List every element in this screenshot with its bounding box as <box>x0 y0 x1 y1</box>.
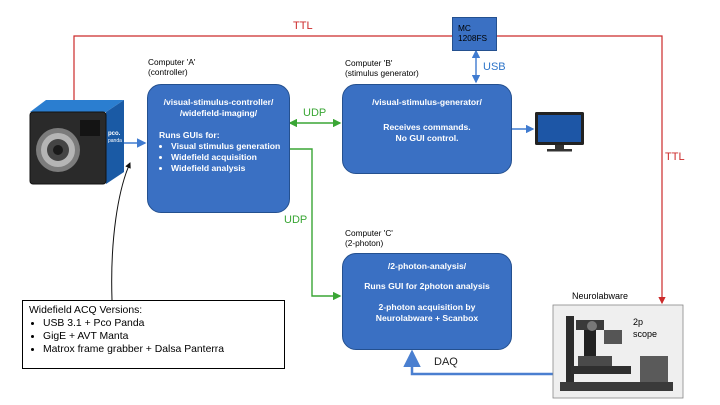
computer-c-line-3: Neurolabware + Scanbox <box>375 313 479 323</box>
computer-c-line-1: Runs GUI for 2photon analysis <box>364 281 490 291</box>
computer-b-caption: Computer 'B' (stimulus generator) <box>345 58 419 78</box>
list-item: Widefield acquisition <box>171 152 289 163</box>
camera-model: panda <box>108 138 122 144</box>
scope-icon <box>552 304 684 399</box>
list-item: Matrox frame grabber + Dalsa Panterra <box>43 343 278 356</box>
versions-title: Widefield ACQ Versions: <box>29 305 143 316</box>
computer-c-caption: Computer 'C' (2-photon) <box>345 228 393 248</box>
list-item: GigE + AVT Manta <box>43 330 278 343</box>
camera-brand: pco. <box>108 131 121 137</box>
computer-a-path-1: /visual-stimulus-controller/ <box>163 97 274 107</box>
computer-a-box: /visual-stimulus-controller/ /widefield-… <box>147 84 290 213</box>
daq-device-model: 1208FS <box>458 33 488 43</box>
computer-a-path-2: /widefield-imaging/ <box>179 108 258 118</box>
daq-label: DAQ <box>434 356 458 368</box>
udp-label-ac: UDP <box>284 214 308 226</box>
scope-caption-line-2: scope <box>633 329 658 339</box>
computer-b-name: Computer 'B' <box>345 58 393 68</box>
list-item: Widefield analysis <box>171 163 289 174</box>
scope-vendor-label: Neurolabware <box>572 291 629 301</box>
ttl-label-right: TTL <box>665 151 685 163</box>
usb-label: USB <box>483 61 506 73</box>
computer-c-name: Computer 'C' <box>345 228 393 238</box>
computer-b-line-2: No GUI control. <box>395 133 459 143</box>
udp-label-ab: UDP <box>303 107 327 119</box>
daq-device-name: MC <box>458 23 471 33</box>
computer-a-list: Visual stimulus generation Widefield acq… <box>159 141 289 174</box>
scope-caption: 2p scope <box>633 316 657 340</box>
computer-b-role: (stimulus generator) <box>345 68 419 78</box>
scope-caption-line-1: 2p <box>633 317 644 327</box>
computer-c-box: /2-photon-analysis/ Runs GUI for 2photon… <box>342 253 512 350</box>
versions-list: USB 3.1 + Pco Panda GigE + AVT Manta Mat… <box>29 317 278 356</box>
ttl-wire-right <box>497 35 666 305</box>
udp-wire-ac <box>290 148 342 301</box>
list-item: Visual stimulus generation <box>171 141 289 152</box>
ttl-label-top: TTL <box>293 20 313 32</box>
computer-c-path: /2-photon-analysis/ <box>387 261 467 271</box>
computer-a-heading: Runs GUIs for: <box>159 130 220 140</box>
monitor-icon <box>535 112 584 152</box>
daq-wire <box>403 349 553 376</box>
computer-a-name: Computer 'A' <box>148 57 196 67</box>
computer-c-line-2: 2-photon acquisition by <box>378 302 476 312</box>
computer-b-box: /visual-stimulus-generator/ Receives com… <box>342 84 512 174</box>
computer-c-role: (2-photon) <box>345 238 384 248</box>
versions-box: Widefield ACQ Versions: USB 3.1 + Pco Pa… <box>22 300 285 369</box>
camera-icon <box>29 100 124 185</box>
computer-b-line-1: Receives commands. <box>383 122 471 132</box>
computer-b-path: /visual-stimulus-generator/ <box>372 97 482 107</box>
ttl-wire-top <box>70 35 452 110</box>
list-item: USB 3.1 + Pco Panda <box>43 317 278 330</box>
daq-device-box: MC 1208FS <box>452 17 497 51</box>
computer-a-caption: Computer 'A' (controller) <box>148 57 195 77</box>
computer-a-paths: /visual-stimulus-controller/ /widefield-… <box>159 97 289 119</box>
versions-pointer <box>111 162 131 301</box>
computer-a-role: (controller) <box>148 67 188 77</box>
